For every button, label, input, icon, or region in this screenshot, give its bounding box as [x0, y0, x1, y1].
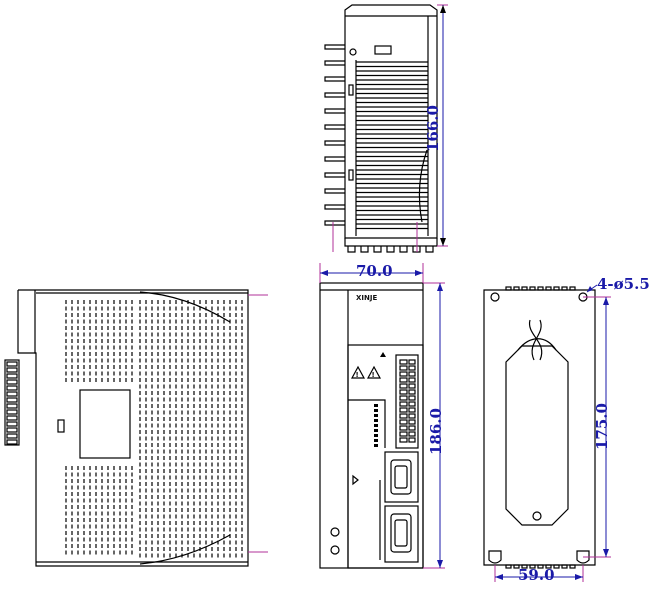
top-view: 166.0	[324, 4, 448, 253]
front-connector-upper	[384, 451, 419, 503]
side-connector-strip	[6, 361, 18, 445]
top-view-bottom-teeth	[347, 246, 434, 253]
front-left-ticks	[374, 404, 378, 447]
svg-text:!: !	[356, 371, 359, 379]
side-right-vents	[139, 300, 243, 558]
front-height-dimension: 186.0	[427, 408, 445, 455]
mount-width-dimension: 59.0	[518, 566, 555, 584]
rear-top-bumps	[505, 286, 576, 291]
brand-logo: XINJE	[356, 294, 377, 302]
mount-pitch-dimension: 175.0	[593, 403, 611, 450]
top-height-dimension: 166.0	[424, 105, 442, 152]
front-width-dimension: 70.0	[356, 262, 393, 280]
side-view	[4, 289, 268, 567]
top-view-heatsink	[355, 16, 429, 236]
rear-view: 175.0 4-ø5.5 59.0	[483, 275, 650, 584]
rear-bottom-bumps	[505, 564, 576, 569]
top-view-fins	[324, 44, 345, 226]
mount-hole-label: 4-ø5.5	[597, 275, 650, 293]
front-terminal-block	[399, 359, 416, 443]
front-connector-lower	[384, 505, 419, 563]
front-view: XINJE ! ! 70.0 18	[319, 262, 445, 569]
svg-text:!: !	[372, 371, 375, 379]
side-left-vents	[65, 300, 133, 555]
